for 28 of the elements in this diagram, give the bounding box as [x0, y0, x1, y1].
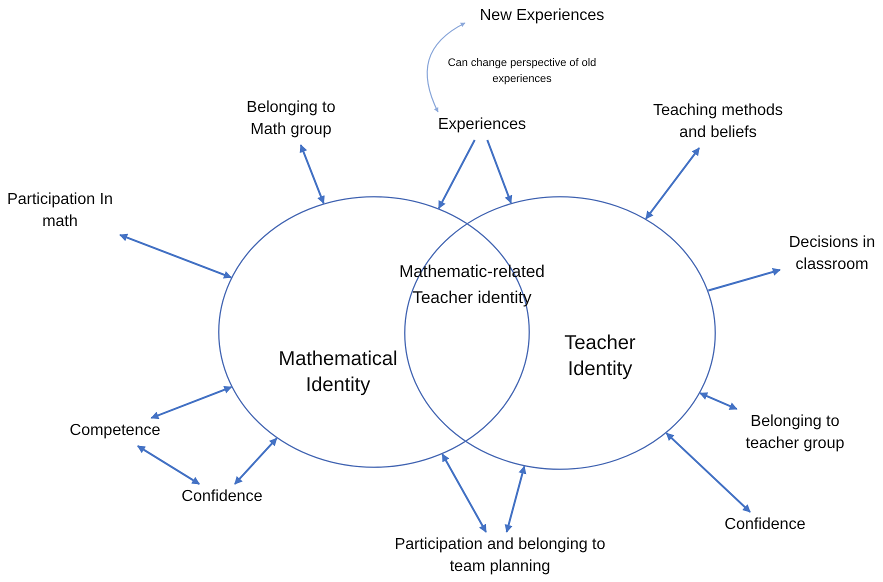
arrow	[708, 268, 781, 292]
concept-text: New Experiences	[467, 5, 617, 27]
arrow	[645, 147, 700, 220]
edge-label: Can change perspective of old experiences	[447, 56, 597, 87]
concept-text: Confidence	[176, 486, 268, 508]
concept-text: Experiences	[430, 114, 534, 136]
concept-text: Confidence	[719, 514, 811, 536]
arrow	[438, 140, 476, 209]
arrow	[150, 386, 232, 420]
arrow	[426, 22, 466, 112]
concept-text: Participation and belonging to team planning	[380, 534, 620, 578]
concept-text: Competence	[63, 420, 167, 442]
concept-text: Participation In math	[2, 189, 118, 233]
concept-text: Belonging to teacher group	[730, 411, 860, 455]
circle-label: Mathematical Identity	[278, 347, 398, 398]
arrow	[504, 466, 526, 533]
arrow	[486, 140, 512, 204]
concept-text: Decisions in classroom	[782, 232, 882, 276]
arrow	[666, 432, 751, 513]
arrow	[137, 445, 200, 485]
concept-text: Belonging to Math group	[233, 97, 349, 141]
arrow	[119, 234, 232, 279]
arrow	[234, 438, 278, 485]
circle-label: Teacher Identity	[563, 331, 637, 382]
arrow	[300, 144, 325, 204]
arrow	[699, 392, 738, 410]
arrow	[442, 454, 487, 533]
concept-text: Teaching methods and beliefs	[643, 100, 793, 144]
